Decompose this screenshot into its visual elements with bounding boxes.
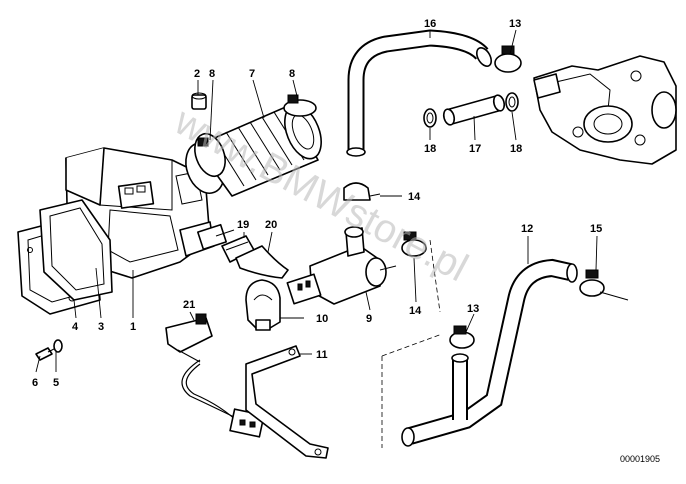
hose-clamp-13-lower — [449, 325, 475, 349]
callout-4: 4 — [72, 321, 79, 333]
callout-14-upper: 14 — [408, 191, 421, 203]
callout-2: 2 — [194, 68, 200, 80]
callout-15: 15 — [590, 223, 602, 235]
callout-8b: 8 — [289, 68, 295, 80]
hose-clamp-15 — [579, 269, 629, 301]
bush-small — [191, 92, 207, 110]
mounting-bracket — [245, 345, 329, 459]
callout-3: 3 — [98, 321, 104, 333]
leader-lines — [35, 29, 598, 373]
callout-13-top: 13 — [509, 18, 521, 30]
callout-18b: 18 — [510, 143, 522, 155]
assembly-line-upper — [429, 239, 441, 313]
lower-coolant-hose — [401, 258, 578, 447]
hose-holder — [343, 182, 381, 201]
seal-ring-right — [505, 92, 519, 112]
hose-clamp-14-lower — [401, 231, 427, 257]
callout-19: 19 — [237, 219, 249, 231]
idle-control-valve — [286, 226, 397, 305]
callout-17: 17 — [469, 143, 481, 155]
branch-hose — [451, 353, 469, 420]
document-number: 00001905 — [620, 454, 660, 464]
callout-20: 20 — [265, 219, 277, 231]
frame-plate — [39, 199, 113, 301]
callout-12: 12 — [521, 223, 533, 235]
callout-7: 7 — [249, 68, 255, 80]
callout-1: 1 — [130, 321, 136, 333]
callout-13-bottom: 13 — [467, 303, 479, 315]
valve-holder — [245, 279, 281, 331]
temp-sensor — [165, 313, 213, 363]
seal-ring-left — [423, 108, 437, 128]
callout-9: 9 — [366, 313, 372, 325]
callout-11: 11 — [316, 349, 328, 361]
rubber-sleeve — [235, 245, 289, 279]
callout-6: 6 — [32, 377, 38, 389]
callout-14-lower: 14 — [409, 305, 422, 317]
callout-21: 21 — [183, 299, 195, 311]
hose-clamp-left — [194, 132, 226, 178]
hose-clamp-13-top — [494, 45, 522, 73]
connector-tube — [442, 94, 506, 126]
callout-5: 5 — [53, 377, 59, 389]
intake-manifold — [533, 55, 677, 165]
callout-16: 16 — [424, 18, 436, 30]
callout-10: 10 — [316, 313, 328, 325]
hose-clamp-right — [283, 94, 317, 117]
callout-8a: 8 — [209, 68, 215, 80]
washer — [53, 339, 63, 353]
vent-hose-upper — [346, 29, 493, 157]
callout-18a: 18 — [424, 143, 436, 155]
assembly-line-lower — [381, 333, 443, 448]
